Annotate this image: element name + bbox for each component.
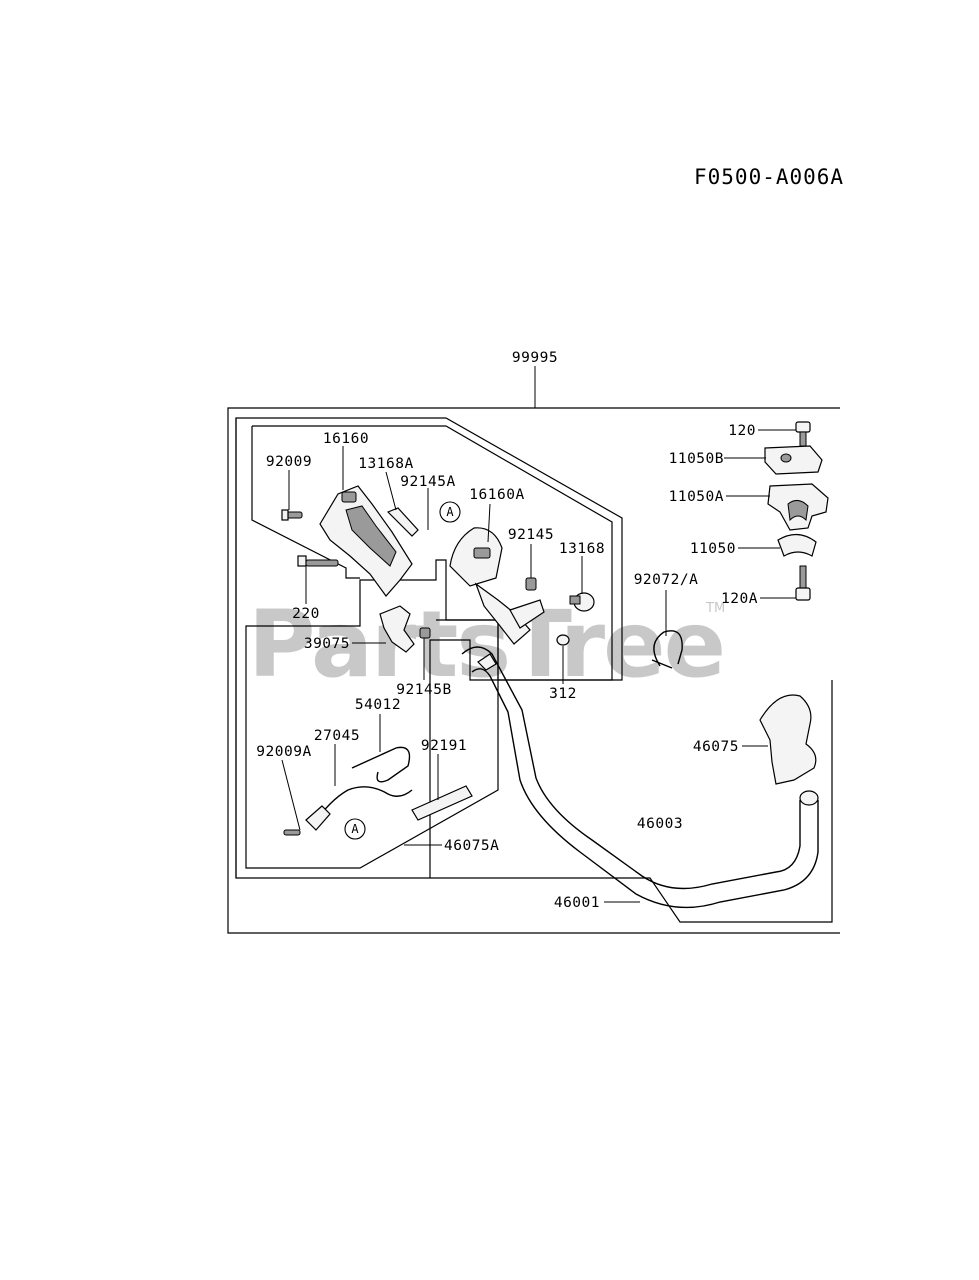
screw-92009 [281, 509, 303, 521]
label-54012: 54012 [355, 697, 401, 713]
watermark-tm: TM [705, 601, 725, 616]
label-120A: 120A [721, 591, 758, 607]
handlebar-46003 [461, 646, 819, 909]
label-11050A: 11050A [669, 489, 724, 505]
label-99995: 99995 [512, 350, 558, 366]
housing-16160A [449, 527, 545, 645]
label-92145A: 92145A [400, 474, 455, 490]
label-46003: 46003 [637, 816, 683, 832]
frame-46001 [235, 417, 833, 923]
spring-92145B [419, 627, 431, 639]
label-92145: 92145 [508, 527, 554, 543]
label-92191: 92191 [421, 738, 467, 754]
label-46001: 46001 [554, 895, 600, 911]
label-220: 220 [292, 606, 320, 622]
label-46075A: 46075A [444, 838, 499, 854]
clamp-11050A [767, 483, 829, 531]
cap-13168 [569, 592, 595, 612]
label-39075: 39075 [304, 636, 350, 652]
trigger-39075 [379, 605, 415, 653]
label-11050B: 11050B [669, 451, 724, 467]
nut-312 [556, 634, 570, 646]
tube-92191 [411, 785, 473, 821]
label-120: 120 [728, 423, 756, 439]
label-11050: 11050 [690, 541, 736, 557]
label-16160A: 16160A [469, 487, 524, 503]
label-92072: 92072/A [634, 572, 699, 588]
svg-text:A: A [446, 505, 454, 519]
svg-text:A: A [351, 822, 359, 836]
label-16160: 16160 [323, 431, 369, 447]
lever-13168A [386, 507, 419, 537]
cable-27045 [305, 786, 413, 831]
label-312: 312 [549, 686, 577, 702]
pin-220 [297, 555, 339, 567]
label-92009: 92009 [266, 454, 312, 470]
diagram-code: F0500-A006A [694, 165, 844, 189]
label-92009A: 92009A [256, 744, 311, 760]
frame-99995 [227, 366, 840, 934]
label-27045: 27045 [314, 728, 360, 744]
label-92145B: 92145B [396, 682, 451, 698]
grip-46075 [759, 694, 817, 785]
callout-a-upper: A [439, 501, 461, 523]
bolt-120 [795, 421, 811, 447]
label-46075: 46075 [693, 739, 739, 755]
housing-16160 [319, 485, 413, 597]
band-92072 [651, 630, 683, 669]
callout-a-lower: A [344, 818, 366, 840]
label-13168: 13168 [559, 541, 605, 557]
bolt-120A [795, 565, 811, 601]
clamp-11050B [764, 445, 823, 475]
spring-92145 [525, 577, 537, 591]
label-13168A: 13168A [358, 456, 413, 472]
cable-54012 [351, 746, 411, 783]
clamp-11050 [777, 533, 817, 557]
leader-lines [281, 429, 796, 903]
screw-92009A [283, 829, 301, 836]
